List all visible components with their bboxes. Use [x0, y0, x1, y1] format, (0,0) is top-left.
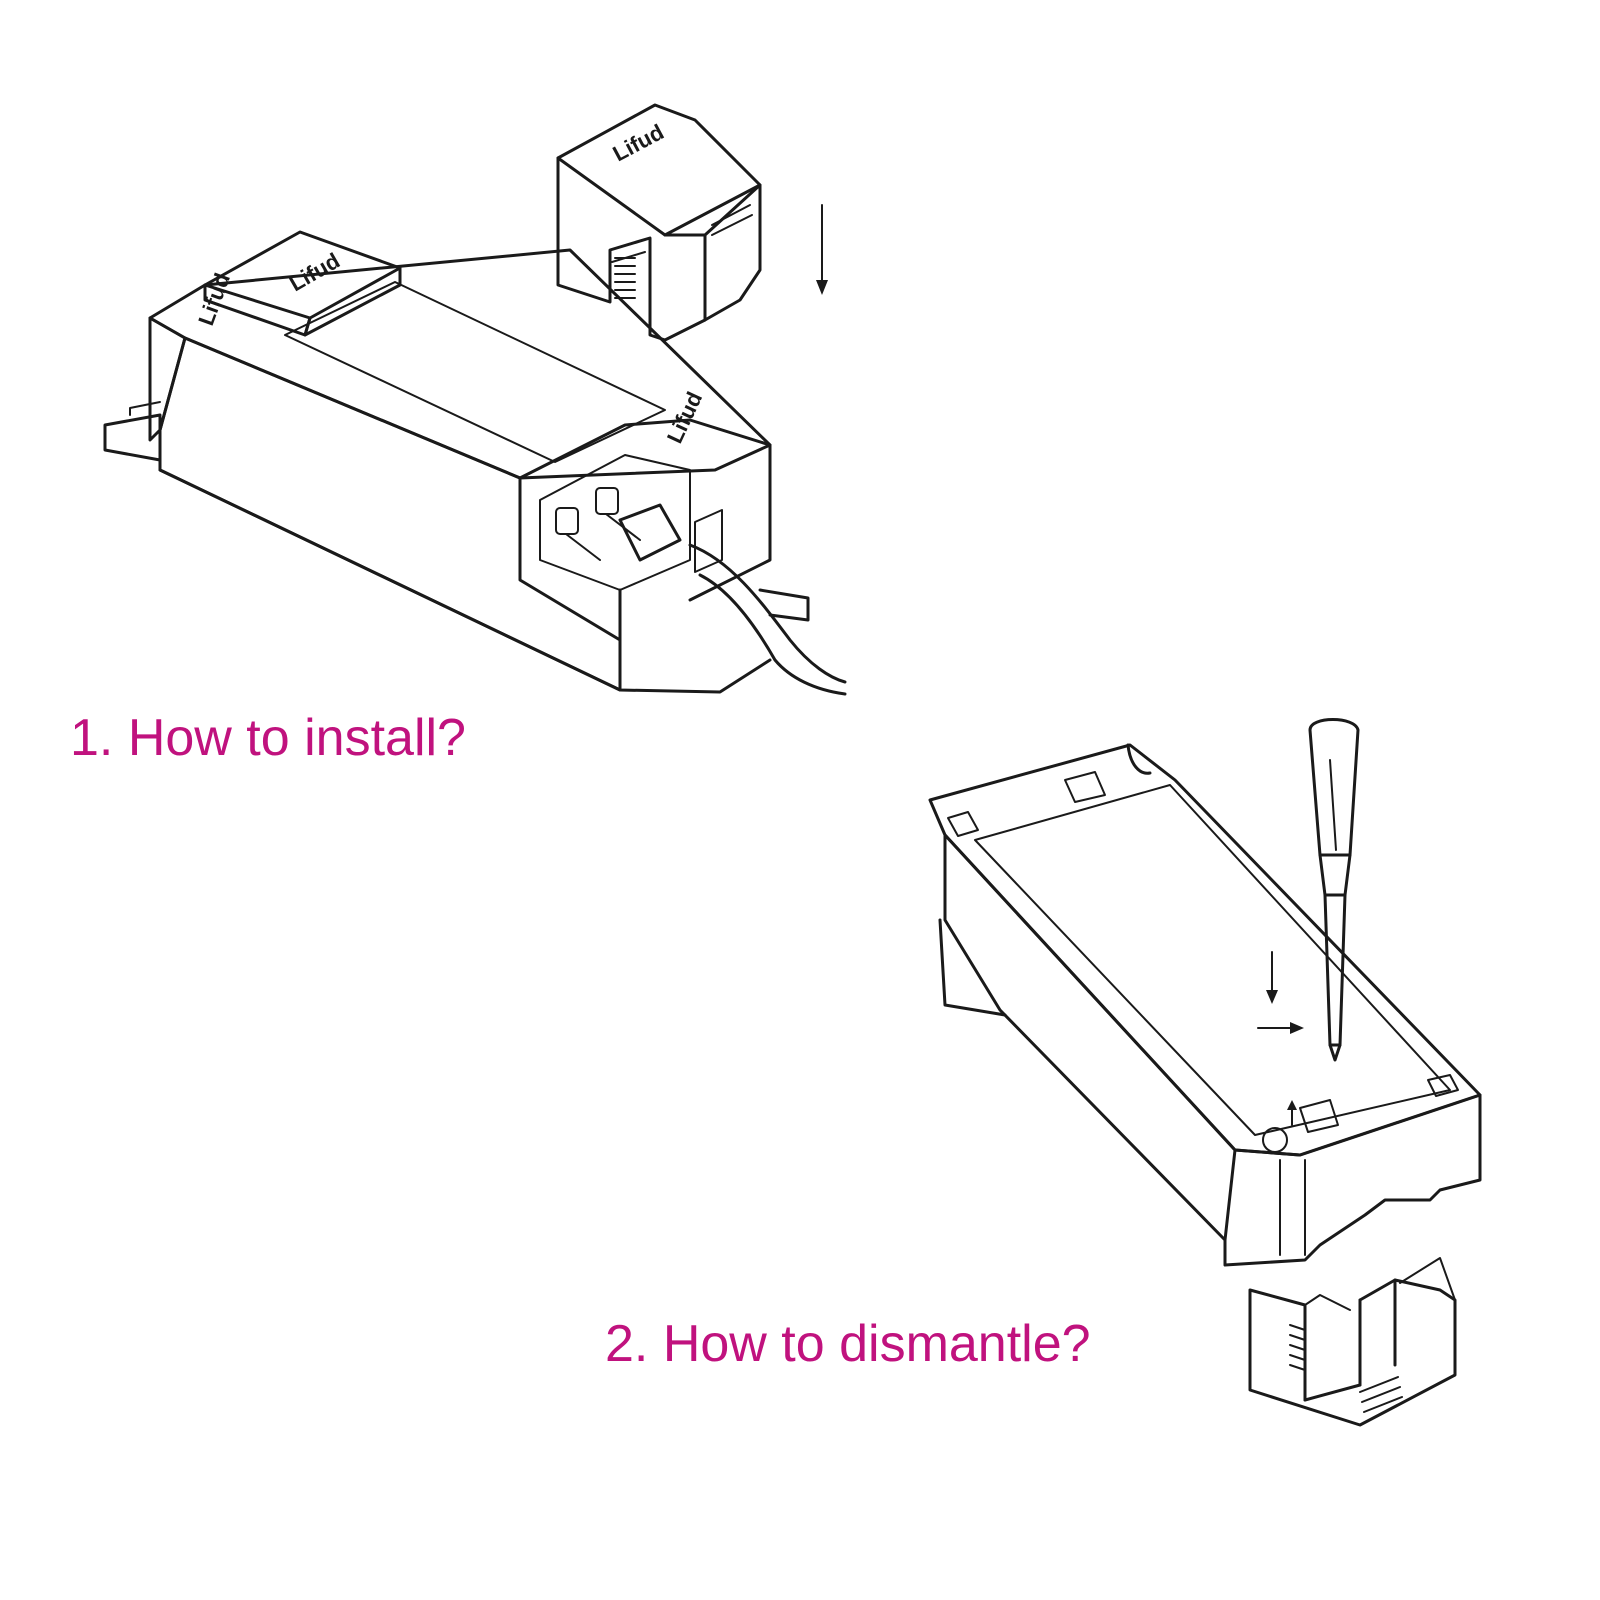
driver-housing-dismantle	[928, 743, 1482, 1267]
terminal-cap-dismantle	[1248, 1257, 1457, 1427]
screwdriver-icon	[1308, 718, 1360, 1062]
driver-housing-install	[103, 230, 847, 696]
arrow-right-icon	[1257, 1022, 1304, 1034]
step-1-caption: 1. How to install?	[70, 709, 466, 767]
svg-text:Lifud: Lifud	[193, 270, 235, 329]
svg-text:Lifud: Lifud	[285, 248, 344, 297]
brand-logo-install-side: Lifud	[193, 270, 235, 329]
step-2-caption: 2. How to dismantle?	[605, 1315, 1091, 1373]
terminal-cap-install	[556, 103, 762, 342]
arrow-up-icon	[1287, 1100, 1297, 1126]
brand-logo-install-right: Lifud	[662, 388, 707, 447]
svg-text:Lifud: Lifud	[662, 388, 707, 447]
arrow-down-icon	[1266, 951, 1278, 1004]
brand-logo-install-cap: Lifud	[285, 248, 344, 297]
arrow-down-icon	[816, 204, 828, 295]
